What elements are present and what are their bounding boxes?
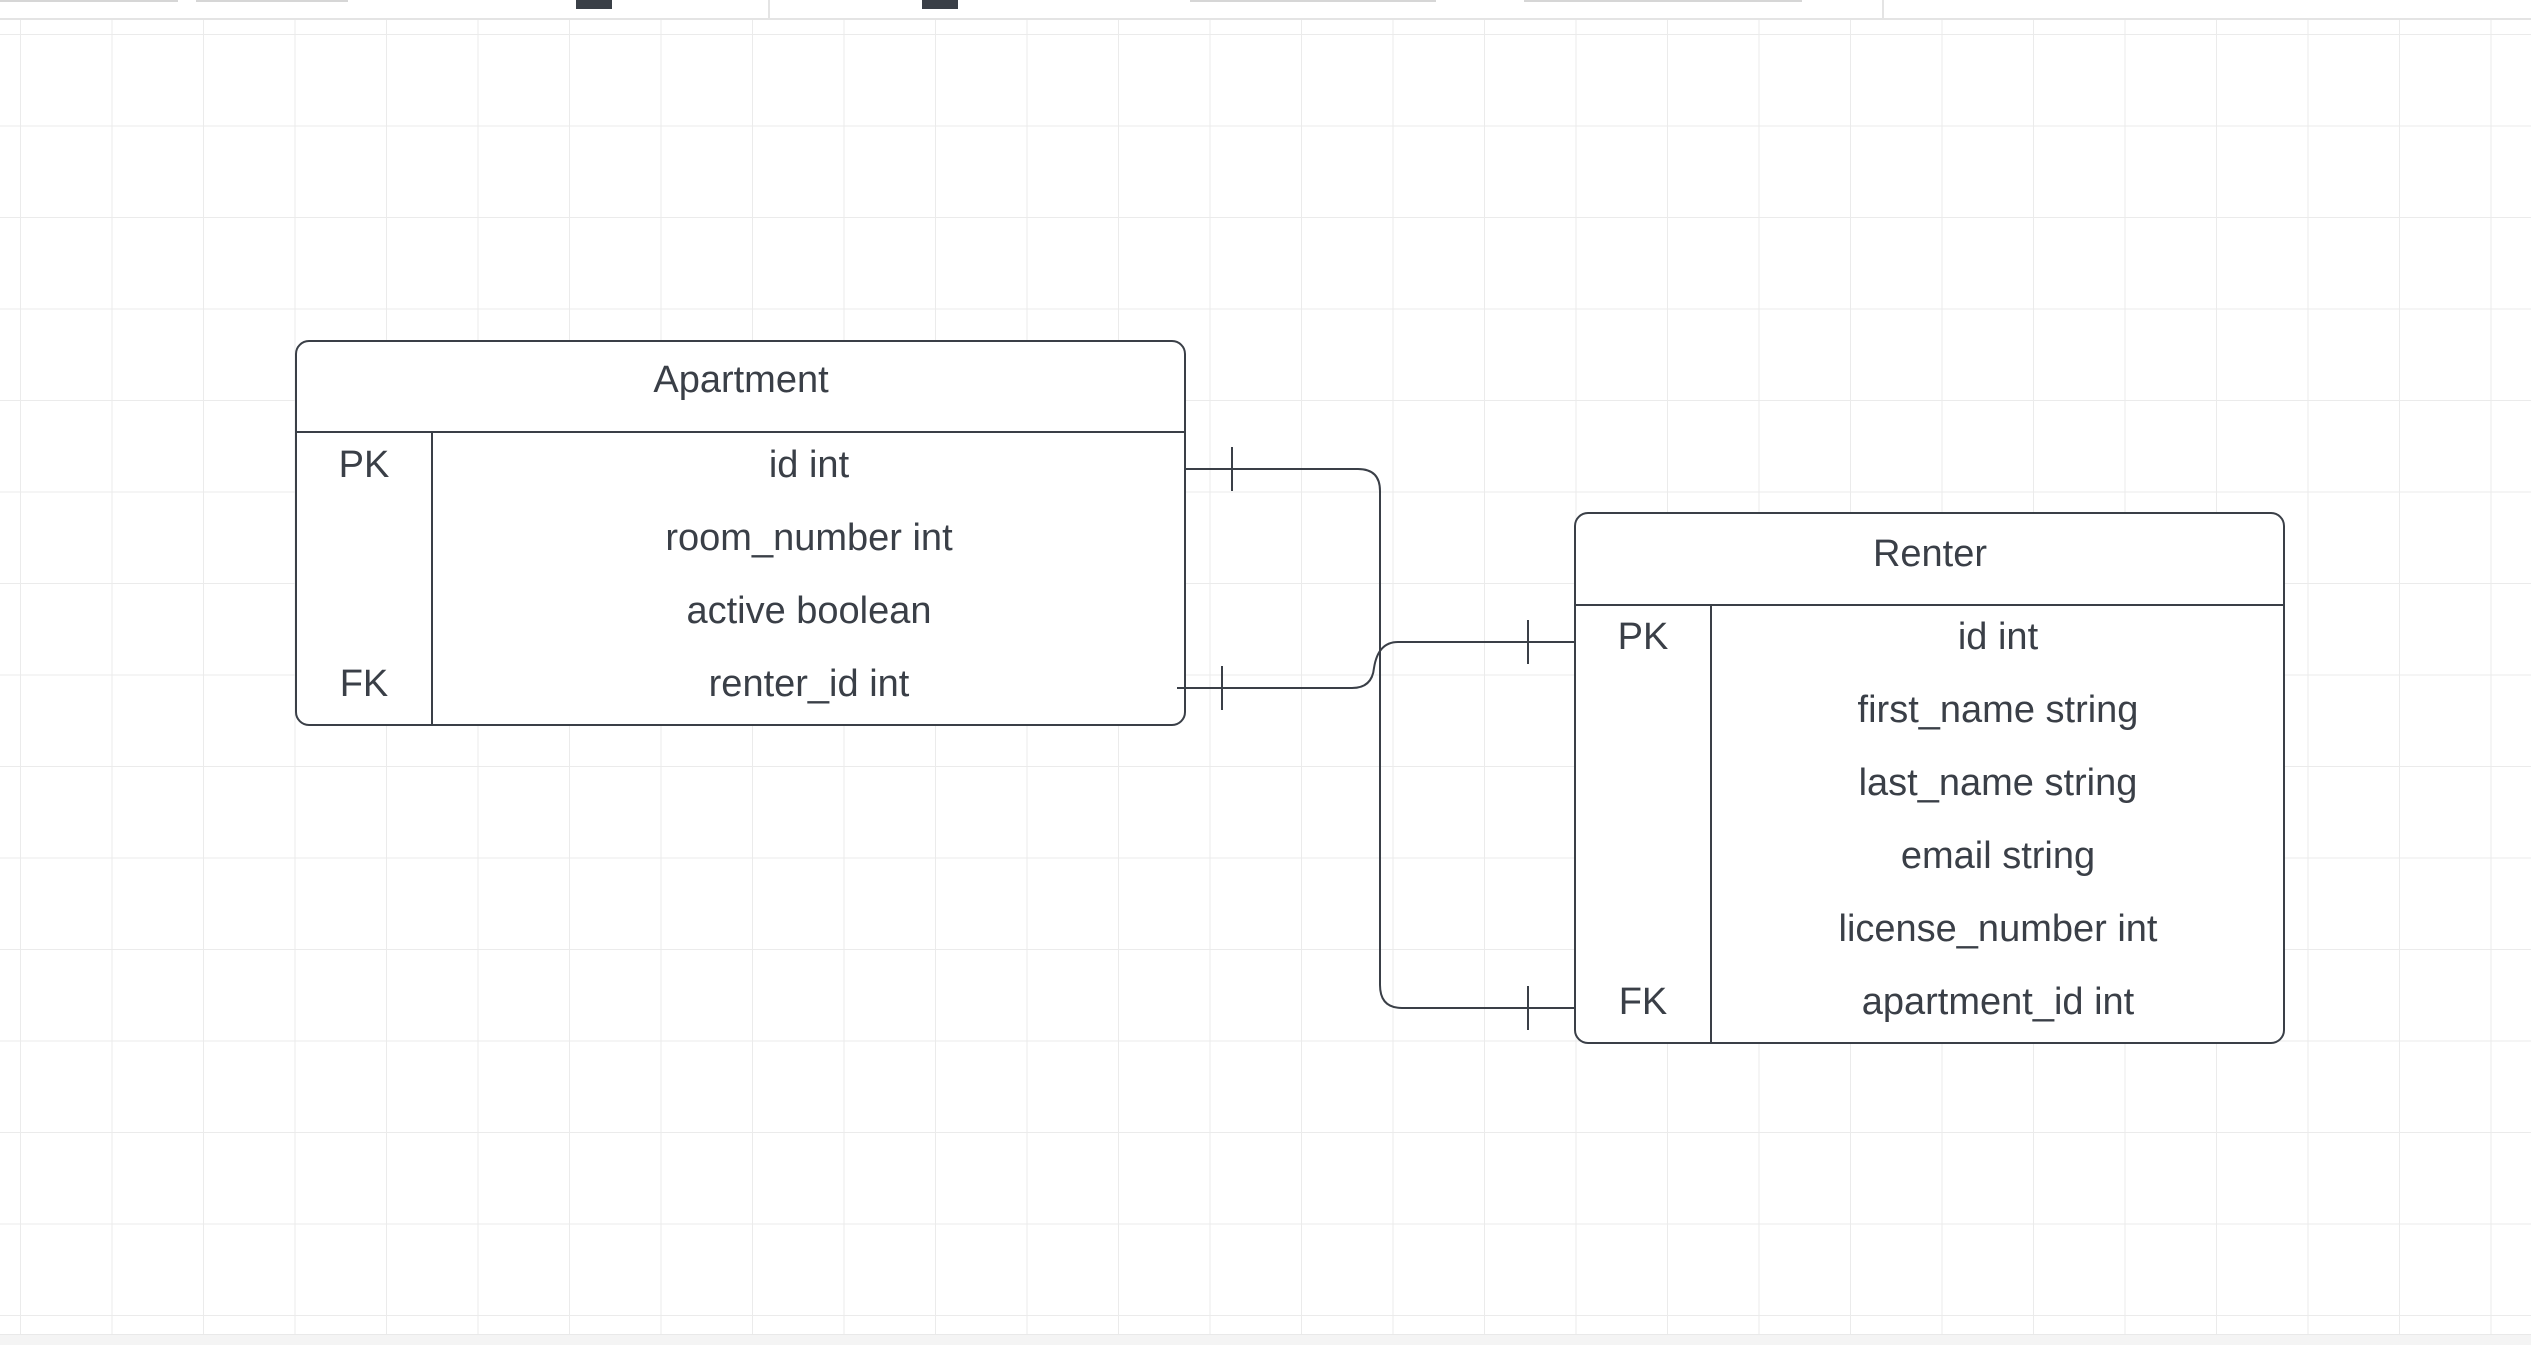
- entity-renter-box[interactable]: [1574, 512, 2285, 1044]
- key-label: FK: [340, 663, 389, 705]
- relationship-apartment-renter-id-to-renter-id[interactable]: [1177, 620, 1575, 710]
- toolbar-edge-marker: [922, 0, 958, 9]
- relationship-apartment-id-to-renter-apartment-id[interactable]: [1185, 447, 1575, 1030]
- toolbar-divider: [1882, 0, 1884, 18]
- toolbar-divider: [768, 0, 770, 18]
- key-label: FK: [1619, 981, 1668, 1023]
- entity-renter[interactable]: Renter PK id int first_name string last_…: [1574, 512, 2285, 1044]
- relationship-connector[interactable]: [1177, 641, 1575, 689]
- relationship-connector[interactable]: [1185, 468, 1575, 1009]
- canvas-bottom-edge: [0, 1334, 2531, 1345]
- toolbar-edge-marker: [576, 0, 612, 9]
- field-label: apartment_id int: [1862, 981, 2135, 1023]
- field-label: license_number int: [1839, 908, 2158, 950]
- entity-apartment-box[interactable]: [295, 340, 1186, 726]
- toolbar-edge-segment: [1524, 0, 1802, 2]
- entity-title: Renter: [1873, 533, 1987, 575]
- toolbar-edge-segment: [1190, 0, 1436, 2]
- top-toolbar-edge: [0, 0, 2531, 20]
- field-label: room_number int: [665, 517, 953, 559]
- field-label: id int: [769, 444, 850, 486]
- field-label: email string: [1901, 835, 2095, 877]
- toolbar-edge-segment: [0, 0, 178, 2]
- key-label: PK: [1618, 616, 1669, 658]
- field-label: id int: [1958, 616, 2039, 658]
- entity-title: Apartment: [653, 359, 829, 401]
- field-label: first_name string: [1858, 689, 2139, 731]
- field-label: renter_id int: [709, 663, 910, 705]
- key-label: PK: [339, 444, 390, 486]
- field-label: last_name string: [1859, 762, 2138, 804]
- toolbar-edge-segment: [196, 0, 348, 2]
- entity-apartment[interactable]: Apartment PK id int room_number int acti…: [295, 340, 1186, 726]
- field-label: active boolean: [686, 590, 931, 632]
